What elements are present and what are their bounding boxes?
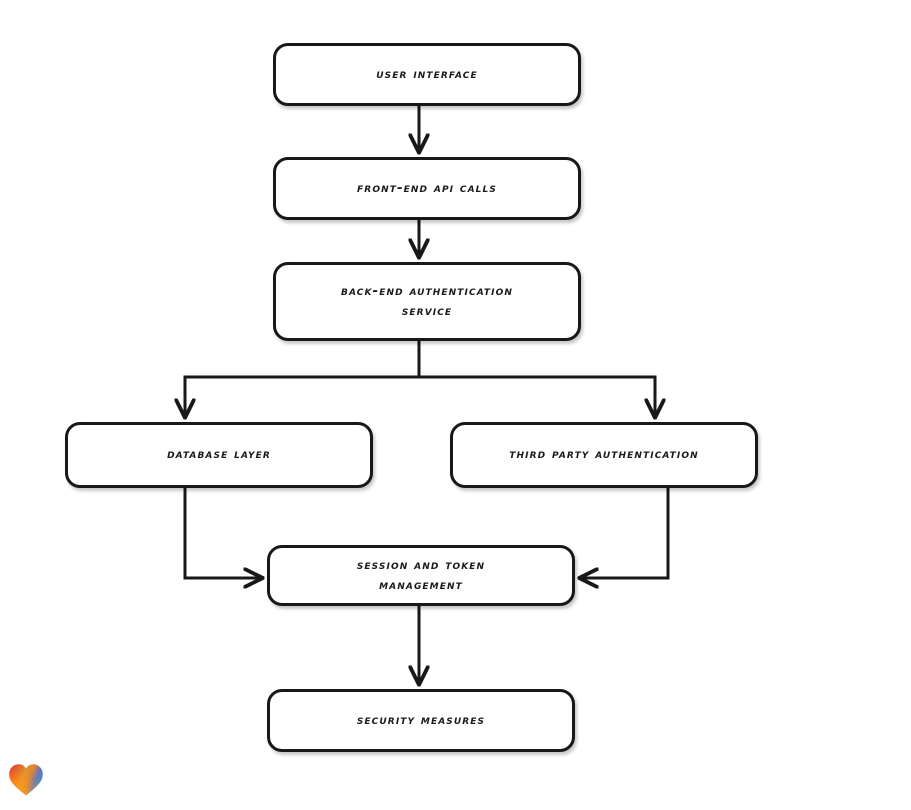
- node-database-layer[interactable]: Database Layer: [65, 422, 373, 488]
- node-third-party-authentication[interactable]: Third Party Authentication: [450, 422, 758, 488]
- node-label: Back-End Authentication Service: [341, 282, 513, 319]
- heart-icon: [9, 764, 43, 796]
- node-user-interface[interactable]: User Interface: [273, 43, 581, 106]
- node-security-measures[interactable]: Security Measures: [267, 689, 575, 752]
- node-label: Front-End API Calls: [357, 179, 497, 196]
- node-label: Database Layer: [167, 446, 271, 463]
- node-label: Security Measures: [356, 711, 486, 728]
- edge-backend-to-thirdparty: [419, 375, 655, 417]
- edge-backend-to-database: [185, 375, 419, 417]
- node-frontend-api-calls[interactable]: Front-End API Calls: [273, 157, 581, 220]
- node-session-and-token-management[interactable]: Session and Token Management: [267, 545, 575, 606]
- node-label: Third Party Authentication: [509, 446, 699, 463]
- edge-database-to-session: [183, 488, 262, 578]
- edge-thirdparty-to-session: [580, 488, 670, 578]
- node-label: User Interface: [376, 65, 478, 82]
- node-label: Session and Token Management: [356, 556, 486, 593]
- node-backend-authentication-service[interactable]: Back-End Authentication Service: [273, 262, 581, 341]
